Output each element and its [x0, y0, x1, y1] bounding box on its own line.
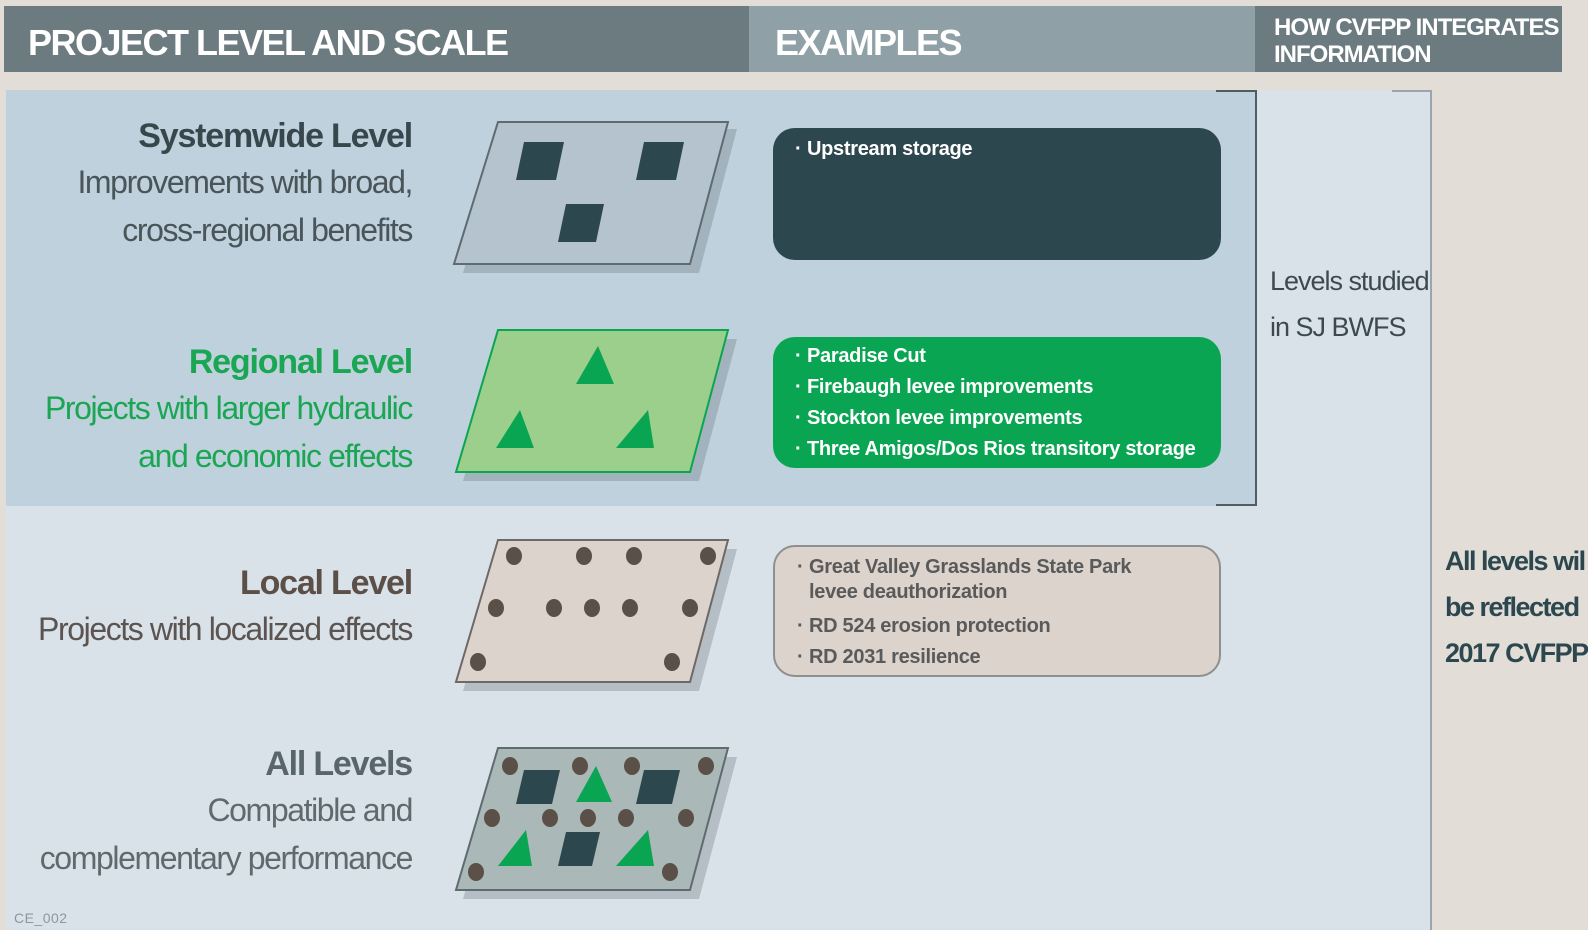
local-title: Local Level: [240, 564, 413, 602]
all-levels-bracket-top: [1392, 90, 1432, 92]
all-levels-title: All Levels: [265, 745, 413, 783]
header-examples: EXAMPLES: [749, 6, 1255, 72]
regional-example-item: Paradise Cut: [795, 341, 1203, 372]
header-integration-line2: INFORMATION: [1274, 41, 1432, 68]
studied-bracket-bottom: [1216, 504, 1256, 506]
systemwide-examples-box: Upstream storage: [773, 128, 1221, 260]
triangles-plane-icon: [454, 329, 737, 481]
regional-examples-box: Paradise Cut Firebaugh levee improvement…: [773, 337, 1221, 468]
local-example-line2: levee deauthorization: [809, 581, 1008, 603]
local-example-line1: Great Valley Grasslands State Park: [809, 556, 1132, 578]
header-project-level-text: PROJECT LEVEL AND SCALE: [28, 22, 509, 63]
reflected-line3: 2017 CVFPP: [1445, 638, 1588, 668]
regional-desc-1: Projects with larger hydraulic: [44, 390, 413, 426]
levels-studied-note: Levels studied in SJ BWFS: [1270, 258, 1430, 350]
figure-code: CE_002: [14, 910, 68, 926]
regional-label: Regional Level Projects with larger hydr…: [0, 340, 413, 480]
all-levels-bracket: [1430, 90, 1432, 930]
systemwide-example-item: Upstream storage: [795, 136, 1203, 162]
studied-bracket: [1255, 90, 1257, 506]
systemwide-desc-1: Improvements with broad,: [77, 164, 413, 200]
combined-plane-icon: [454, 747, 737, 899]
squares-plane-icon: [452, 121, 737, 273]
all-levels-desc-1: Compatible and: [207, 792, 413, 828]
header-examples-text: EXAMPLES: [775, 22, 963, 63]
header-integration-line1: HOW CVFPP INTEGRATES: [1274, 14, 1559, 41]
local-examples-box: Great Valley Grasslands State Park levee…: [773, 545, 1221, 677]
header-project-level: PROJECT LEVEL AND SCALE: [4, 6, 749, 72]
levels-studied-line1: Levels studied: [1270, 266, 1430, 296]
local-example-item: RD 524 erosion protection: [797, 611, 1201, 642]
local-label: Local Level Projects with localized effe…: [0, 561, 413, 653]
systemwide-title: Systemwide Level: [138, 117, 413, 155]
reflected-line1: All levels wil: [1445, 546, 1586, 576]
dots-plane-icon: [454, 539, 737, 691]
header-integration: HOW CVFPP INTEGRATES INFORMATION: [1255, 6, 1562, 72]
all-levels-label: All Levels Compatible and complementary …: [0, 742, 414, 882]
local-example-item: Great Valley Grasslands State Park levee…: [797, 555, 1201, 611]
all-levels-reflected-note: All levels wil be reflected 2017 CVFPP: [1445, 538, 1588, 676]
regional-example-item: Stockton levee improvements: [795, 403, 1203, 434]
regional-desc-2: and economic effects: [138, 438, 413, 474]
studied-bracket-top: [1216, 90, 1256, 92]
systemwide-desc-2: cross-regional benefits: [122, 212, 413, 248]
regional-title: Regional Level: [188, 343, 413, 381]
regional-example-item: Three Amigos/Dos Rios transitory storage: [795, 434, 1203, 465]
systemwide-label: Systemwide Level Improvements with broad…: [0, 114, 413, 254]
levels-studied-line2: in SJ BWFS: [1270, 312, 1407, 342]
all-levels-desc-2: complementary performance: [39, 840, 414, 876]
regional-example-item: Firebaugh levee improvements: [795, 372, 1203, 403]
reflected-line2: be reflected: [1445, 592, 1580, 622]
local-example-item: RD 2031 resilience: [797, 642, 1201, 673]
local-desc-1: Projects with localized effects: [38, 611, 413, 647]
